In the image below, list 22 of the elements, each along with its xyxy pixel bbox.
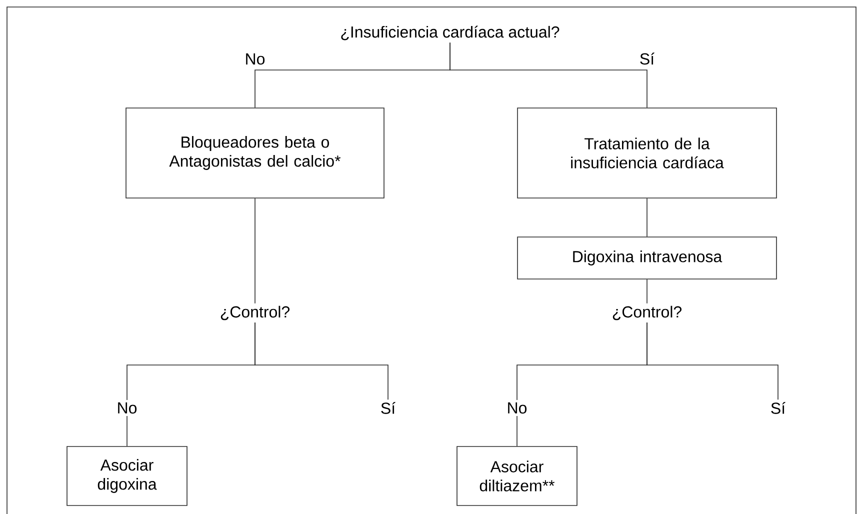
question-text: ¿Control? (610, 304, 684, 322)
answer-label: No (114, 400, 140, 416)
connector-line (516, 416, 518, 446)
branch-label: No (244, 52, 266, 66)
question-text: ¿Insuficiencia cardíaca actual? (338, 24, 562, 42)
answer-label: Sí (378, 400, 398, 416)
question-text: ¿Control? (218, 304, 292, 322)
treatment-box: Digoxina intravenosa (517, 236, 777, 280)
treatment-box: Asociar digoxina (66, 446, 188, 506)
connector-line (646, 322, 778, 400)
answer-label: No (504, 400, 530, 416)
connector-line (646, 198, 648, 237)
treatment-box: Bloqueadores beta o Antagonistas del calcio* (126, 108, 384, 198)
connector-line (646, 279, 648, 304)
connector-line (450, 42, 648, 108)
answer-label: Sí (768, 400, 788, 416)
connector-line (126, 416, 128, 446)
treatment-box: Tratamiento de la insuficiencia cardíaca (517, 108, 777, 198)
connector-line (254, 198, 256, 304)
treatment-box: Asociar diltiazem** (456, 446, 578, 506)
connector-line (254, 322, 388, 400)
branch-label: Sí (638, 52, 656, 66)
